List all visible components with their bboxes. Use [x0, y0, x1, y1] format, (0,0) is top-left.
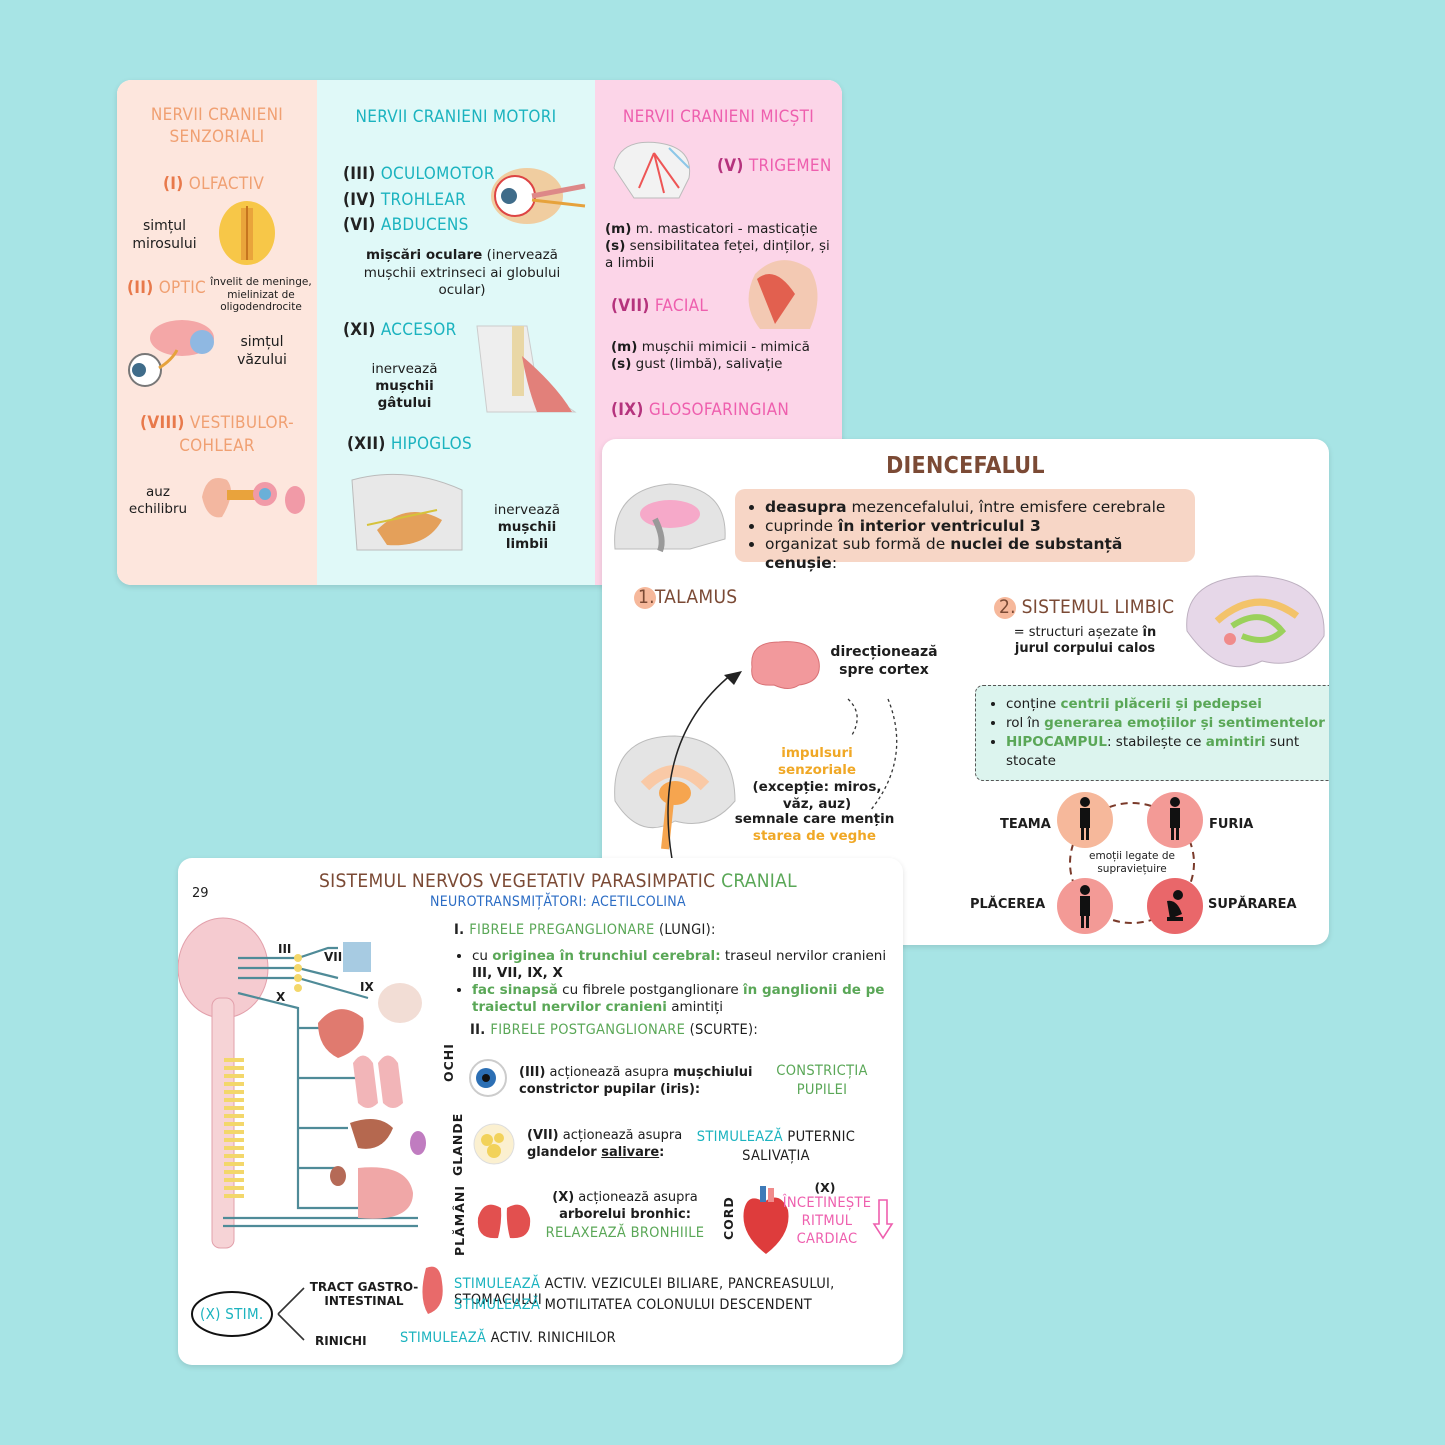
card-parasimpatic: 29 SISTEMUL NERVOS VEGETATIV PARASIMPATI… — [178, 858, 903, 1365]
diencefal-title: DIENCEFALUL — [886, 453, 1045, 479]
label-x: X — [276, 990, 286, 1004]
column-motori: NERVII CRANIENI MOTORI (III) OCULOMOTOR … — [317, 80, 595, 585]
lungs-icon — [477, 1193, 531, 1239]
tract-label: TRACT GASTRO-INTESTINAL — [309, 1280, 419, 1309]
stim-diagram — [191, 1266, 443, 1341]
talamus-number — [634, 587, 656, 609]
olf-desc: simțul mirosului — [132, 218, 197, 252]
neck-icon — [476, 325, 577, 413]
parasimpatic-subtitle: NEUROTRANSMIȚĂTORI: ACETILCOLINA — [430, 894, 686, 910]
preganglionare-list: cu originea în trunchiul cerebral: trase… — [452, 948, 892, 1016]
column-title: NERVII CRANIENI MICȘTI — [622, 107, 815, 127]
ochi-text: (III) acționează asupra mușchiului const… — [519, 1065, 753, 1097]
eye-icon — [469, 1059, 507, 1097]
column-senzoriali: NERVII CRANIENI SENZORIALI (I) OLFACTIV … — [117, 80, 317, 585]
column-title: NERVII CRANIENI MOTORI — [355, 107, 557, 127]
emotions-cycle — [1057, 792, 1203, 934]
olfactory-icon — [219, 201, 275, 265]
cord-x: (X) — [814, 1180, 836, 1195]
xstim-label: (X) STIM. — [200, 1305, 264, 1323]
limbic-brain-icon — [1186, 575, 1325, 668]
heart-icon — [743, 1186, 789, 1254]
nerve-glosofaringian: (IX) GLOSOFARINGIAN — [611, 400, 790, 420]
limbic-heading: 2. SISTEMUL LIMBIC — [999, 596, 1175, 618]
nerve-olfactiv: (I) OLFACTIV — [163, 174, 265, 194]
trigemen-text: (m) m. masticatori - masticație (s) sens… — [605, 221, 830, 271]
talamus-brain-icon — [614, 735, 736, 850]
emotion-teama: TEAMA — [1000, 817, 1051, 832]
label-ix: IX — [360, 980, 374, 994]
ear-icon — [202, 478, 305, 518]
section-preganglionare: I. FIBRELE PREGANGLIONARE (LUNGI): — [454, 922, 716, 938]
tongue-icon — [351, 473, 463, 551]
card-cranial-nerves: NERVII CRANIENI SENZORIALI (I) OLFACTIV … — [117, 80, 842, 585]
rinichi-label: RINICHI — [315, 1334, 367, 1348]
facial-head-icon — [748, 260, 818, 329]
label-vii: VII — [324, 950, 343, 964]
stim-line-2: STIMULEAZĂ MOTILITATEA COLONULUI DESCEND… — [454, 1297, 813, 1313]
ocular-text: mișcări oculare (inervează mușchii extri… — [363, 247, 561, 299]
nerve-hipoglos: (XII) HIPOGLOS — [347, 434, 472, 454]
facial-text: (m) mușchii mimicii - mimică (s) gust (l… — [611, 339, 810, 372]
column-title: NERVII CRANIENI SENZORIALI — [150, 105, 284, 148]
diencephalon-brain-icon — [614, 483, 726, 553]
page-number: 29 — [192, 886, 209, 901]
flow-arrows — [667, 671, 898, 860]
stim-line-3: STIMULEAZĂ ACTIV. RINICHILOR — [400, 1330, 617, 1346]
brain-icon — [751, 641, 820, 689]
motor-nerve-list: (III) OCULOMOTOR (IV) TROHLEAR (VI) ABDU… — [343, 164, 495, 235]
limbic-box: conține centrii plăcerii și pedepsei rol… — [975, 685, 1329, 781]
gland-icon — [473, 1123, 515, 1165]
parasimpatic-title: SISTEMUL NERVOS VEGETATIV PARASIMPATIC C… — [319, 870, 797, 892]
nerve-facial: (VII) FACIAL — [611, 296, 709, 316]
trigeminal-skull-icon — [613, 141, 691, 199]
label-iii: III — [278, 942, 292, 956]
optic-note: învelit de meninge, mielinizat de oligod… — [210, 276, 312, 314]
talamus-heading: 1.TALAMUS — [638, 586, 738, 608]
nerve-optic: (II) OPTIC — [127, 278, 207, 298]
down-arrow-icon — [872, 1199, 894, 1240]
plamani-text: (X) acționează asupra arborelui bronhic:… — [545, 1190, 705, 1241]
nerve-vestibulor: (VIII) VESTIBULOR-COHLEAR — [140, 413, 294, 456]
diencefal-bullets-box: deasupra mezencefalului, între emisfere … — [735, 489, 1195, 572]
emotion-suparare: SUPĂRAREA — [1208, 897, 1297, 912]
eye-muscles-icon — [491, 168, 586, 224]
section-postganglionare: II. FIBRELE POSTGANGLIONARE (SCURTE): — [470, 1022, 759, 1038]
emotion-furia: FURIA — [1209, 817, 1254, 832]
optic-desc: simțul văzului — [237, 334, 287, 368]
nerve-accesor: (XI) ACCESOR — [343, 320, 457, 340]
limbic-number — [994, 597, 1016, 619]
nerve-trigemen: (V) TRIGEMEN — [717, 156, 832, 176]
nervous-system-diagram — [178, 917, 426, 1249]
eye-brain-icon — [128, 320, 214, 387]
stim-line-1: STIMULEAZĂ ACTIV. VEZICULEI BILIARE, PAN… — [454, 1276, 835, 1308]
emotion-center: emoții legate de supraviețuire — [1089, 850, 1175, 876]
emotion-placerea: PLĂCEREA — [970, 897, 1046, 912]
impulses-text: impulsuri senzoriale(excepție: miros,văz… — [752, 745, 882, 812]
